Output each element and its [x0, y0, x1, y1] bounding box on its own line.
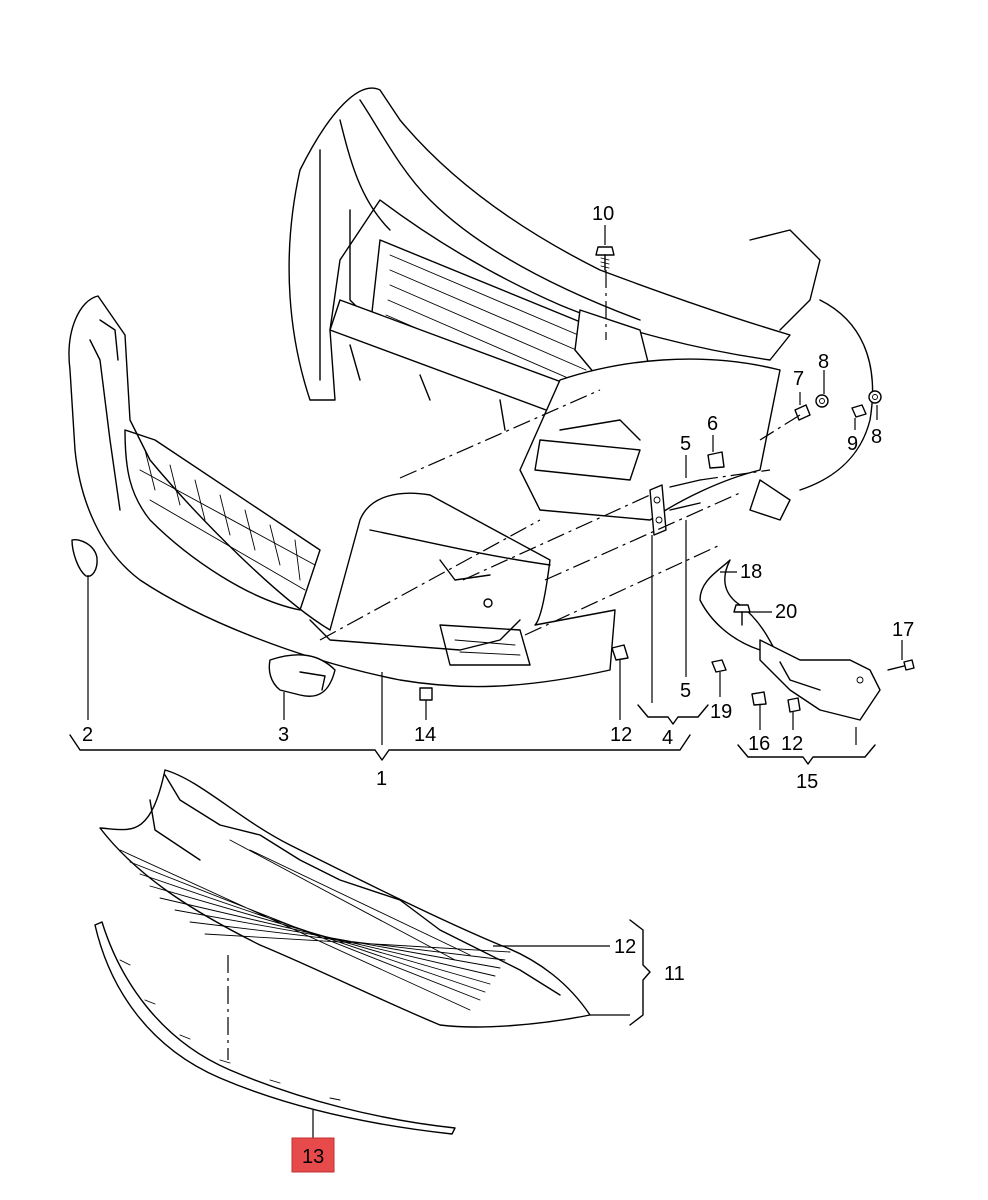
clip-12-upper	[611, 644, 629, 661]
leader-lines	[87, 225, 903, 1138]
callouts: 10 7 8 9 8 6 5 5 18 20 17 19 16 12 15 2 …	[82, 203, 914, 1173]
callout-3: 3	[278, 724, 289, 746]
side-bracket	[699, 559, 915, 721]
tow-eye-cover	[71, 538, 98, 577]
callout-2: 2	[82, 724, 93, 746]
callout-8-top: 8	[818, 351, 829, 373]
underbody-shield	[99, 769, 591, 1028]
callout-4: 4	[662, 727, 673, 749]
callout-7: 7	[793, 368, 804, 390]
callout-16: 16	[748, 733, 770, 755]
washer-cover	[268, 654, 336, 697]
clip-14	[419, 687, 433, 701]
callout-12-shield: 12	[614, 936, 636, 958]
bumper-cover	[68, 295, 616, 688]
callout-5-bottom: 5	[680, 680, 691, 702]
guide-brackets	[649, 451, 725, 536]
callout-10: 10	[592, 203, 614, 225]
group-brackets	[69, 704, 876, 1026]
callout-13: 13	[302, 1146, 324, 1168]
callout-5-top: 5	[680, 433, 691, 455]
callout-9: 9	[847, 433, 858, 455]
front-end-carrier	[288, 87, 874, 521]
callout-12-bumper: 12	[610, 724, 632, 746]
callout-18: 18	[740, 561, 762, 583]
callout-11: 11	[664, 963, 685, 985]
callout-1: 1	[376, 768, 387, 790]
callout-14: 14	[414, 724, 436, 746]
callout-15: 15	[796, 771, 818, 793]
callout-13-highlight	[291, 1137, 335, 1173]
fasteners	[595, 246, 882, 421]
callout-8-right: 8	[871, 426, 882, 448]
callout-6: 6	[707, 413, 718, 435]
trim-strip	[94, 921, 456, 1135]
callout-20: 20	[775, 601, 797, 623]
callout-19: 19	[710, 701, 732, 723]
callout-12-bracket: 12	[781, 733, 803, 755]
assembly-lines	[227, 270, 801, 1060]
callout-17: 17	[892, 619, 914, 641]
